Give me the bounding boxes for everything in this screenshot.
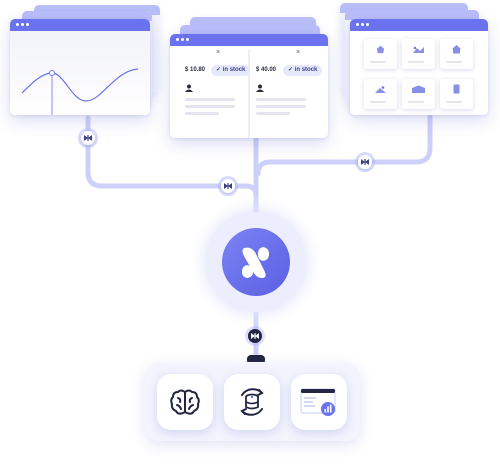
connector-node[interactable] — [221, 179, 235, 193]
connector-node[interactable] — [358, 155, 372, 169]
bowtie-connector-icon — [251, 333, 259, 339]
shield-icon — [376, 45, 385, 54]
product-price: $ 10.80 — [185, 67, 206, 73]
stock-badge: ✓ in stock — [283, 65, 323, 76]
window-titlebar — [10, 19, 150, 31]
n8n-style-logo-icon — [242, 247, 269, 278]
text-placeholder — [256, 112, 290, 115]
stock-badge: ✓ in stock — [211, 65, 251, 76]
document-icon — [453, 84, 460, 94]
connector-node-dark[interactable] — [248, 329, 262, 343]
dashboard-chart-icon — [300, 388, 336, 416]
grid-tile[interactable] — [364, 39, 397, 69]
ai-tool-card[interactable] — [157, 374, 213, 430]
grid-window — [350, 19, 488, 115]
text-placeholder — [446, 101, 462, 103]
dashboard-tool-card[interactable] — [291, 374, 347, 430]
product-divider — [248, 50, 250, 138]
user-icon — [185, 84, 193, 92]
user-icon — [256, 84, 264, 92]
chart-window — [10, 19, 150, 115]
data-sync-tool-card[interactable] — [224, 374, 280, 430]
text-placeholder — [256, 98, 306, 101]
grid-tile[interactable] — [364, 79, 397, 109]
text-placeholder — [408, 101, 424, 103]
close-icon[interactable]: × — [296, 49, 301, 56]
text-placeholder — [370, 61, 386, 63]
window-titlebar — [350, 19, 488, 31]
stock-badge-label: in stock — [222, 67, 246, 73]
text-placeholder — [185, 112, 219, 115]
scene-icon — [413, 46, 424, 53]
brain-icon — [170, 389, 200, 415]
text-placeholder — [446, 61, 462, 63]
grid-tile[interactable] — [402, 79, 435, 109]
database-sync-icon — [240, 388, 264, 416]
product-card: × $ 10.80 ✓ in stock — [170, 46, 251, 138]
window-titlebar — [170, 34, 328, 46]
check-icon: ✓ — [288, 67, 294, 73]
landscape-icon — [375, 86, 386, 93]
check-icon: ✓ — [216, 67, 222, 73]
text-placeholder — [185, 98, 235, 101]
grid-tile[interactable] — [402, 39, 435, 69]
socket-cap — [247, 355, 265, 362]
line-chart — [10, 31, 150, 115]
text-placeholder — [408, 61, 424, 63]
connector-node[interactable] — [81, 131, 95, 145]
building-icon — [412, 85, 425, 93]
bowtie-connector-icon — [224, 183, 232, 189]
bowtie-connector-icon — [84, 135, 92, 141]
stock-badge-label: in stock — [294, 67, 318, 73]
close-icon[interactable]: × — [216, 49, 221, 56]
grid-tile[interactable] — [440, 39, 473, 69]
text-placeholder — [256, 105, 306, 108]
product-card: × $ 40.00 ✓ in stock — [250, 46, 328, 138]
text-placeholder — [370, 101, 386, 103]
product-price: $ 40.00 — [256, 67, 277, 73]
product-window: × $ 10.80 ✓ in stock × $ 40.00 ✓ in stoc… — [170, 34, 328, 138]
text-placeholder — [185, 105, 235, 108]
home-icon — [452, 45, 461, 54]
grid-tile[interactable] — [440, 79, 473, 109]
bowtie-connector-icon — [361, 159, 369, 165]
